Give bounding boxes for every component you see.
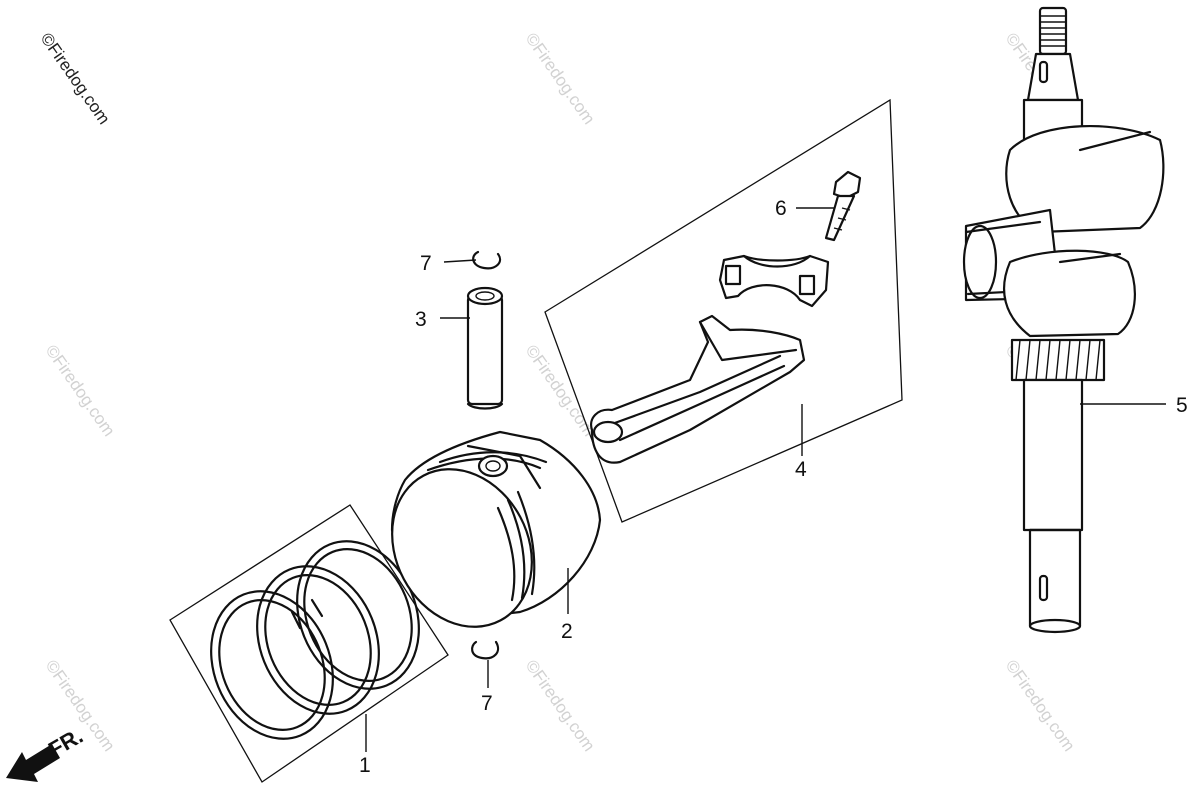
front-arrow-icon — [6, 744, 60, 782]
crankshaft[interactable] — [962, 6, 1165, 634]
piston-pin[interactable] — [466, 286, 504, 410]
leader-lines — [365, 207, 1166, 752]
watermark: ©Firedog.com — [522, 656, 599, 755]
watermark: ©Firedog.com — [522, 29, 599, 128]
ring-set-frame — [169, 504, 449, 783]
callout-part-5[interactable]: 5 — [1176, 394, 1188, 417]
callout-part-7-upper[interactable]: 7 — [420, 252, 432, 275]
callout-part-1[interactable]: 1 — [359, 754, 371, 777]
piston[interactable] — [365, 430, 602, 651]
rod-bolt[interactable] — [824, 170, 862, 242]
watermark: ©Firedog.com — [1002, 656, 1079, 755]
piston-ring-set[interactable] — [169, 504, 449, 783]
watermark-top-left: ©Firedog.com — [37, 29, 114, 128]
watermarks: ©Firedog.com ©Firedog.com ©Firedog.com ©… — [37, 29, 1079, 755]
callout-part-3[interactable]: 3 — [415, 308, 427, 331]
pin-clip-upper[interactable] — [472, 250, 502, 270]
ring-gap — [290, 598, 324, 630]
watermark: ©Firedog.com — [42, 341, 119, 440]
callout-part-7-lower[interactable]: 7 — [481, 692, 493, 715]
connecting-rod-assembly[interactable] — [544, 98, 903, 523]
callouts: 1 2 3 4 5 6 7 7 — [359, 197, 1188, 777]
pin-clip-lower[interactable] — [470, 640, 500, 660]
callout-part-6[interactable]: 6 — [775, 197, 787, 220]
callout-part-2[interactable]: 2 — [561, 620, 573, 643]
callout-part-4[interactable]: 4 — [795, 458, 807, 481]
front-indicator: FR. — [6, 723, 87, 782]
conrod-frame — [544, 98, 903, 523]
